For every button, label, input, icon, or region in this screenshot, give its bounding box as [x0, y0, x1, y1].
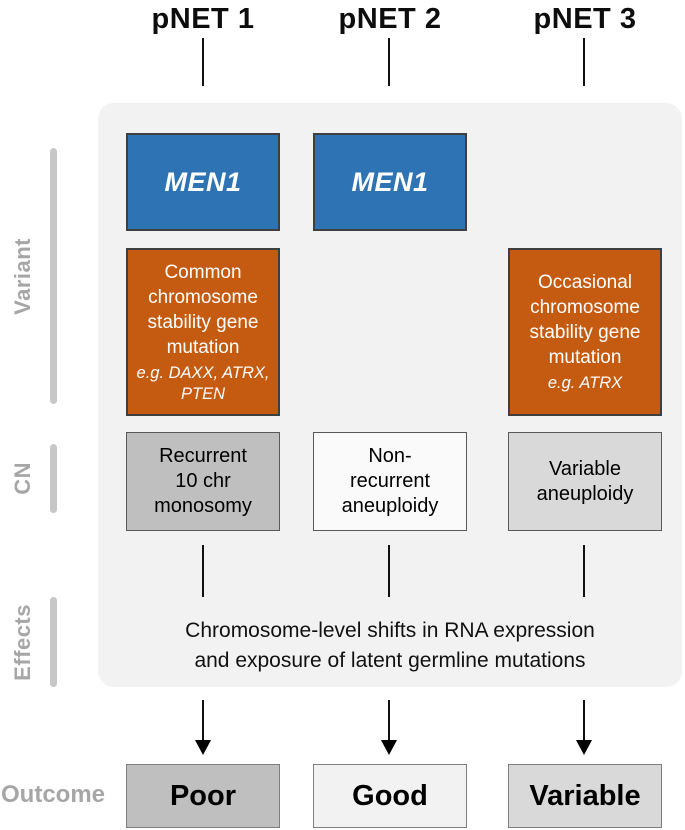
row-label-cn: CN — [4, 444, 42, 513]
outcome-box-pnet2-label: Good — [352, 779, 428, 812]
row-label-variant: Variant — [4, 148, 42, 404]
effects-line: and exposure of latent germline mutation… — [194, 649, 586, 672]
cn-line: recurrent — [349, 470, 431, 492]
down-arrow-icon — [388, 700, 390, 742]
connector-line-cn-pnet1 — [202, 545, 204, 597]
outcome-box-pnet2: Good — [313, 764, 467, 828]
row-label-effects: Effects — [4, 597, 42, 687]
variant-line: stability gene — [529, 322, 641, 343]
variant-line: mutation — [548, 347, 622, 368]
cn-box-pnet1: Recurrent 10 chr monosomy — [126, 432, 280, 531]
down-arrow-icon — [202, 700, 204, 742]
outcome-box-pnet1: Poor — [126, 764, 280, 828]
effects-statement: Chromosome-level shifts in RNA expressio… — [98, 616, 682, 676]
cn-line: Non- — [368, 445, 412, 467]
variant-line: chromosome — [148, 286, 258, 308]
men1-box-pnet2: MEN1 — [313, 133, 467, 231]
row-label-outcome: Outcome — [1, 781, 106, 808]
cn-line: aneuploidy — [536, 482, 634, 505]
variant-box-pnet1-main: Common chromosome stability gene mutatio… — [148, 260, 259, 360]
connector-line-header-pnet1 — [202, 38, 204, 86]
row-label-cn-text: CN — [10, 462, 35, 495]
men1-box-pnet2-label: MEN1 — [351, 166, 429, 197]
down-arrow-head-icon — [576, 740, 592, 755]
connector-line-header-pnet3 — [583, 38, 585, 86]
cn-box-pnet3: Variable aneuploidy — [508, 432, 662, 531]
variant-line: Common — [164, 261, 242, 283]
connector-line-header-pnet2 — [388, 38, 390, 86]
cn-line: aneuploidy — [341, 495, 439, 517]
connector-line-cn-pnet3 — [583, 545, 585, 597]
cn-line: Variable — [549, 457, 621, 480]
column-header-pnet1: pNET 1 — [151, 3, 255, 35]
men1-box-pnet1-label: MEN1 — [164, 166, 242, 197]
column-header-pnet2: pNET 2 — [338, 3, 442, 35]
variant-line: mutation — [166, 336, 240, 358]
variant-line: chromosome — [530, 297, 640, 318]
variant-box-pnet3-main: Occasional chromosome stability gene mut… — [530, 270, 641, 370]
variant-box-pnet3-example: e.g. ATRX — [548, 373, 622, 394]
men1-box-pnet1: MEN1 — [126, 133, 280, 231]
outcome-box-pnet1-label: Poor — [169, 779, 237, 812]
variant-box-pnet1-example: e.g. DAXX, ATRX, PTEN — [137, 363, 270, 405]
variant-example-line: e.g. ATRX — [547, 374, 623, 392]
cn-line: 10 chr — [175, 470, 231, 492]
variant-line: Occasional — [538, 272, 632, 293]
variant-example-line: e.g. DAXX, ATRX, — [136, 363, 270, 382]
cn-box-pnet2: Non- recurrent aneuploidy — [313, 432, 467, 531]
down-arrow-head-icon — [195, 740, 211, 755]
cn-line: Recurrent — [159, 445, 247, 467]
outcome-box-pnet3: Variable — [508, 764, 662, 828]
variant-example-line: PTEN — [180, 384, 225, 403]
row-label-effects-text: Effects — [10, 603, 35, 681]
cn-line: monosomy — [154, 495, 252, 517]
row-label-variant-text: Variant — [10, 237, 35, 315]
variant-box-pnet3: Occasional chromosome stability gene mut… — [508, 248, 662, 416]
outcome-box-pnet3-label: Variable — [529, 779, 641, 812]
variant-box-pnet1: Common chromosome stability gene mutatio… — [126, 248, 280, 416]
effects-line: Chromosome-level shifts in RNA expressio… — [185, 619, 595, 642]
down-arrow-icon — [583, 700, 585, 742]
column-header-pnet3: pNET 3 — [533, 3, 637, 35]
variant-line: stability gene — [147, 311, 259, 333]
connector-line-cn-pnet2 — [388, 545, 390, 597]
variant-rail-bar — [50, 148, 57, 404]
down-arrow-head-icon — [381, 740, 397, 755]
cn-rail-bar — [50, 444, 57, 513]
effects-rail-bar — [50, 597, 57, 687]
